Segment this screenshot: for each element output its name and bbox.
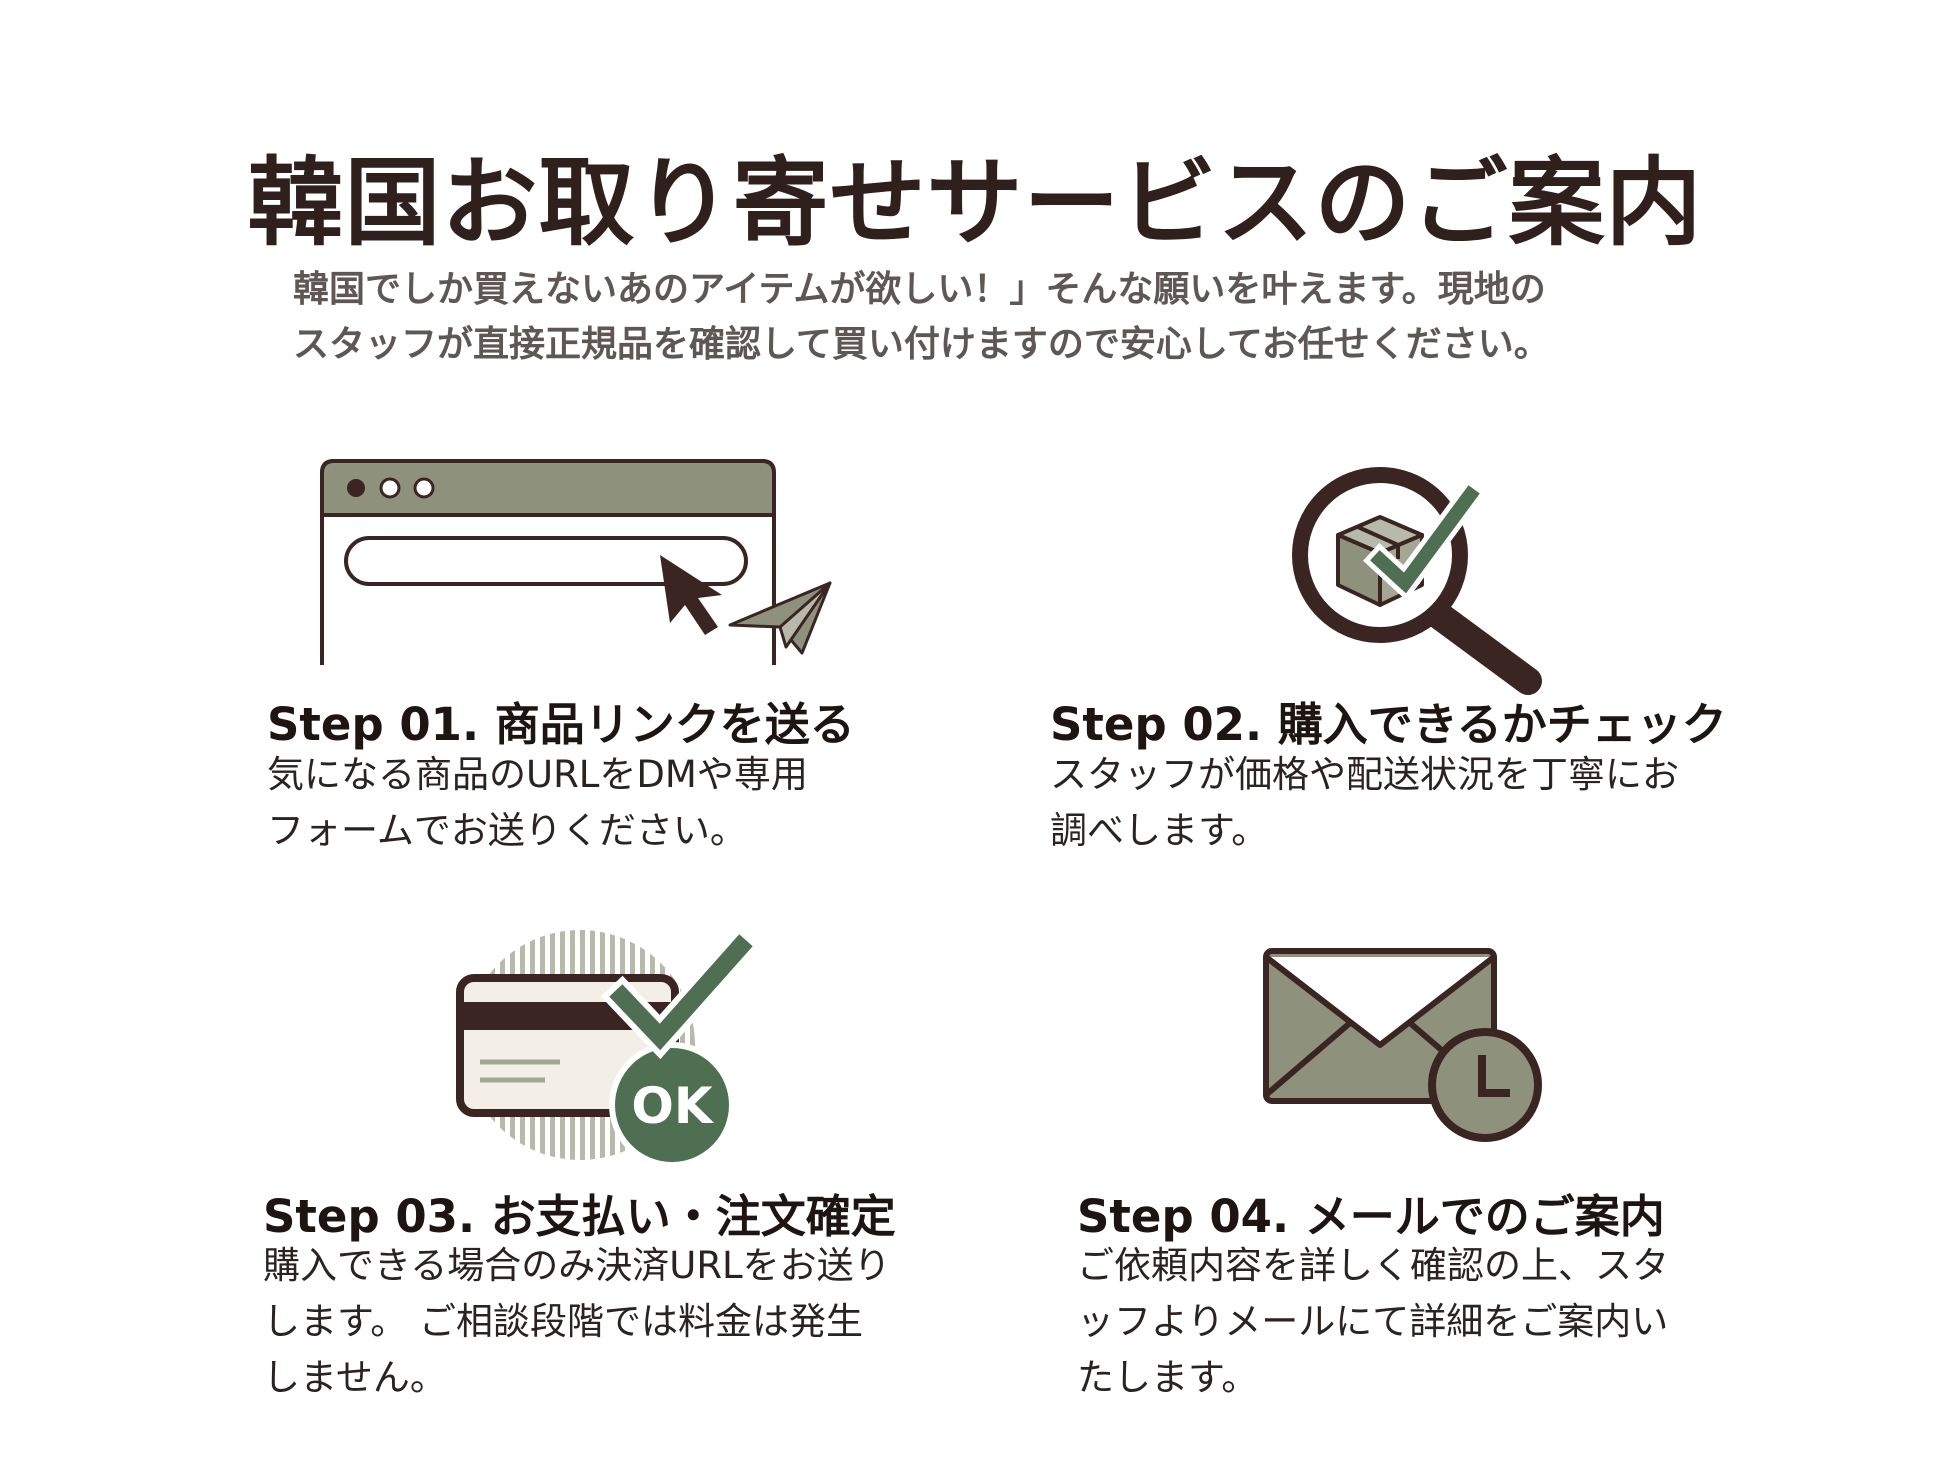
step-4-desc-line: ッフよりメールにて詳細をご案内い (1077, 1300, 1669, 1343)
step-2-desc-line: 調べします。 (1050, 809, 1269, 852)
step-3-desc-line: しません。 (263, 1356, 447, 1399)
intro-line: 韓国でしか買えないあのアイテムが欲しい！」そんな願いを叶えます。現地の (293, 269, 1546, 310)
intro-line: スタッフが直接正規品を確認して買い付けますので安心してお任せください。 (293, 324, 1550, 365)
step-2-desc-line: スタッフが価格や配送状況を丁寧にお (1050, 753, 1679, 796)
step-3-description: 購入できる場合のみ決済URLをお送り します。 ご相談段階では料金は発生 しませ… (263, 1238, 891, 1406)
step-4-description: ご依頼内容を詳しく確認の上、スタ ッフよりメールにて詳細をご案内い たします。 (1077, 1238, 1669, 1406)
step-1-desc-line: フォームでお送りください。 (267, 809, 747, 852)
step-2-title: Step 02. 購入できるかチェック (1050, 698, 1727, 751)
step-1-title: Step 01. 商品リンクを送る (267, 698, 855, 751)
browser-link-icon (320, 459, 832, 665)
step-4-title: Step 04. メールでのご案内 (1077, 1190, 1665, 1243)
ok-badge-label: OK (631, 1077, 715, 1135)
mail-clock-icon (1263, 948, 1542, 1142)
step-3-title: Step 03. お支払い・注文確定 (263, 1190, 896, 1243)
step-3-desc-line: します。 ご相談段階では料金は発生 (263, 1300, 864, 1343)
step-4-desc-line: たします。 (1077, 1356, 1259, 1399)
page-title: 韓国お取り寄せサービスのご案内 (247, 147, 1703, 259)
magnifier-package-check-icon (1292, 467, 1542, 695)
intro-text: 韓国でしか買えないあのアイテムが欲しい！」そんな願いを叶えます。現地の スタッフ… (293, 262, 1693, 372)
step-4-desc-line: ご依頼内容を詳しく確認の上、スタ (1077, 1244, 1669, 1287)
step-1-desc-line: 気になる商品のURLをDMや専用 (267, 753, 808, 796)
step-1-description: 気になる商品のURLをDMや専用 フォームでお送りください。 (267, 747, 808, 859)
step-3-desc-line: 購入できる場合のみ決済URLをお送り (263, 1244, 891, 1287)
card-ok-icon: OK (456, 925, 760, 1168)
step-2-description: スタッフが価格や配送状況を丁寧にお 調べします。 (1050, 747, 1679, 859)
